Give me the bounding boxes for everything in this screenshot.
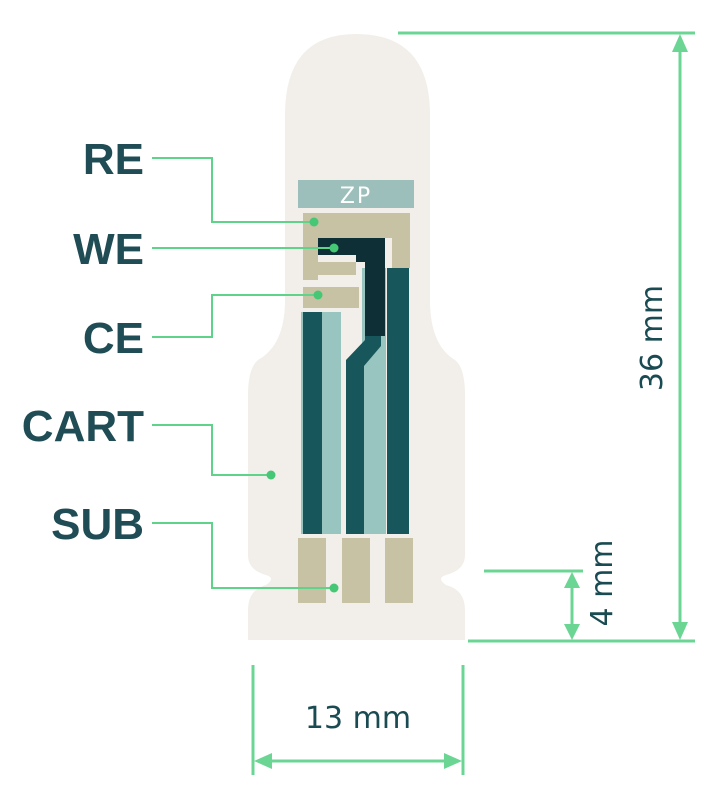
dim-width-arrow-left — [254, 753, 272, 769]
dim-height-arrow-top — [672, 34, 688, 52]
dim-contact-text: 4 mm — [585, 539, 620, 626]
track-dark-left — [303, 312, 322, 534]
contact-pad-mid — [342, 538, 370, 603]
label-re: RE — [83, 135, 144, 184]
leader-sub — [152, 522, 334, 589]
track-dark-right — [387, 268, 409, 534]
contact-pad-right — [385, 538, 413, 603]
leader-ce — [152, 294, 318, 338]
dim-contact-arrow-bottom — [564, 624, 580, 640]
dot-ce — [313, 290, 323, 300]
label-we: WE — [73, 225, 144, 274]
dot-re — [309, 217, 319, 227]
dot-we — [329, 243, 339, 253]
leader-cart — [152, 424, 271, 476]
leader-re — [152, 157, 314, 223]
dim-height-arrow-bottom — [672, 622, 688, 640]
reference-electrode — [303, 213, 410, 280]
contact-pad-left — [298, 538, 326, 603]
dot-cart — [266, 470, 276, 480]
working-electrode — [318, 238, 385, 336]
logo-bar — [298, 180, 414, 208]
label-ce: CE — [83, 314, 144, 363]
dim-contact-arrow-top — [564, 572, 580, 588]
label-cart: CART — [22, 402, 144, 451]
label-sub: SUB — [51, 500, 144, 549]
track-dark-mid — [346, 336, 381, 534]
dim-width-text: 13 mm — [305, 701, 411, 736]
dim-width-arrow-right — [444, 753, 462, 769]
dim-height-text: 36 mm — [635, 285, 670, 391]
counter-electrode — [303, 287, 359, 308]
dot-sub — [329, 583, 339, 593]
logo-text: ZP — [340, 184, 372, 209]
